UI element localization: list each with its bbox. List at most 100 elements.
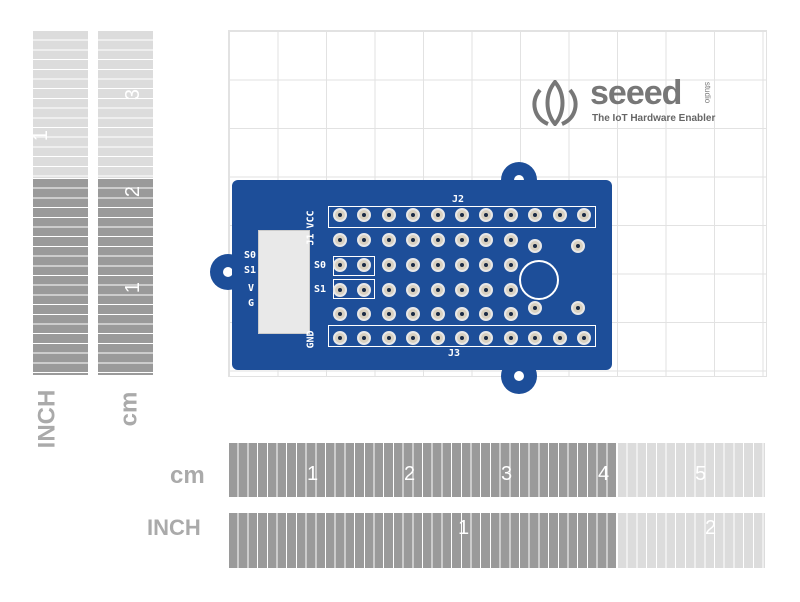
pcb-hole (455, 283, 469, 297)
pcb-hole (333, 258, 347, 272)
logo-tagline: The IoT Hardware Enabler (592, 113, 716, 124)
pcb-hole (333, 283, 347, 297)
pcb-hole (406, 208, 421, 222)
pcb-hole (503, 233, 518, 247)
inch-ruler-label: 2 (705, 517, 717, 539)
silk-label: J1 (305, 233, 317, 246)
cm-ruler-unit: cm (115, 391, 143, 427)
pcb-hole (503, 283, 518, 297)
button-hole (528, 239, 542, 253)
pcb-hole (381, 208, 396, 222)
cm-ruler-label: 3 (122, 88, 145, 101)
pcb-hole (333, 331, 347, 345)
pcb-hole (528, 331, 543, 345)
pcb-hole (381, 283, 396, 297)
button-hole (571, 301, 585, 315)
pcb-hole (406, 233, 421, 247)
silk-label: J2 (452, 194, 465, 205)
pcb-hole (430, 307, 445, 321)
logo-brand: seeed (590, 74, 682, 112)
cm-ruler-label: 2 (122, 185, 145, 198)
pcb-hole (479, 307, 494, 321)
silk-label: VCC (305, 210, 317, 229)
pcb-hole (479, 258, 494, 272)
logo-sub: studio (703, 81, 713, 104)
inch-ruler-horizontal-dark: 1 (228, 513, 617, 568)
pcb-hole (430, 258, 445, 272)
pcb-hole (357, 331, 372, 345)
pcb-hole (503, 258, 518, 272)
cm-ruler-vertical-dark (98, 178, 153, 375)
pcb-hole (357, 258, 372, 272)
pcb-hole (577, 208, 591, 222)
inch-ruler-unit: INCH (147, 515, 201, 540)
seeed-logo-icon (530, 78, 580, 128)
pcb-hole (381, 258, 396, 272)
pcb-hole (357, 208, 372, 222)
cm-ruler-label: 3 (501, 463, 513, 485)
button-hole (528, 301, 542, 315)
pcb-hole (333, 307, 347, 321)
cm-ruler-unit: cm (170, 462, 205, 489)
cm-ruler-label: 1 (122, 281, 145, 294)
pcb-hole (357, 307, 372, 321)
silk-label: S0 (244, 250, 257, 261)
cm-ruler-horizontal-dark: 1 2 3 4 (228, 443, 617, 497)
cm-ruler-label: 4 (598, 463, 610, 485)
pcb-hole (503, 208, 518, 222)
button-footprint (519, 260, 559, 300)
inch-ruler-vertical-light (33, 30, 88, 178)
pcb-hole (503, 331, 518, 345)
silk-label: V (248, 283, 255, 294)
silk-label: S1 (314, 284, 327, 295)
pcb-hole (406, 283, 421, 297)
pcb-hole (455, 331, 469, 345)
pcb-hole (430, 331, 445, 345)
cm-ruler-vertical-light (98, 30, 153, 178)
pcb-hole (430, 283, 445, 297)
pcb-hole (333, 208, 347, 222)
cm-ruler-label: 1 (307, 463, 319, 485)
inch-ruler-unit: INCH (33, 389, 61, 449)
pcb-hole (333, 233, 347, 247)
pcb-hole (455, 258, 469, 272)
pcb-hole (552, 331, 567, 345)
pcb-hole (381, 233, 396, 247)
pcb-hole (455, 233, 469, 247)
inch-ruler-label: 1 (458, 517, 470, 539)
pcb-hole (381, 307, 396, 321)
silk-label: GND (305, 330, 317, 349)
pcb-hole (479, 283, 494, 297)
button-hole (571, 239, 585, 253)
pcb-hole (406, 307, 421, 321)
inch-ruler-horizontal-light: 2 (617, 513, 765, 568)
pcb-hole (406, 258, 421, 272)
pcb-hole (552, 208, 567, 222)
pcb-hole (479, 331, 494, 345)
inch-ruler-vertical-dark (33, 178, 88, 375)
pcb-hole (381, 331, 396, 345)
pcb-hole (479, 233, 494, 247)
grove-connector (258, 230, 310, 334)
j2-header-outline (328, 206, 596, 228)
j3-header-outline (328, 325, 596, 347)
pcb-hole (528, 208, 543, 222)
cm-ruler-label: 5 (695, 463, 707, 485)
pcb-hole (455, 208, 469, 222)
silk-label: J3 (448, 348, 461, 359)
inch-ruler-label: 1 (30, 129, 53, 142)
silk-label: S0 (314, 260, 327, 271)
pcb-hole (357, 283, 372, 297)
pcb-hole (577, 331, 591, 345)
pcb-hole (503, 307, 518, 321)
pcb-hole (357, 233, 372, 247)
pcb-hole (430, 233, 445, 247)
pcb-hole (406, 331, 421, 345)
pcb-hole (479, 208, 494, 222)
silk-label: G (248, 298, 255, 309)
silk-label: S1 (244, 265, 257, 276)
pcb-hole (430, 208, 445, 222)
cm-ruler-horizontal-light: 5 (617, 443, 765, 497)
cm-ruler-label: 2 (404, 463, 416, 485)
pcb-hole (455, 307, 469, 321)
